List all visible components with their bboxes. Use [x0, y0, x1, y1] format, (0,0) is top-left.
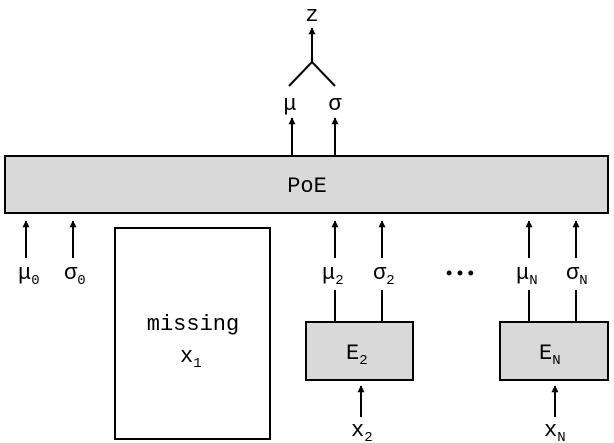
en-label: EN: [539, 341, 561, 369]
fork-right-line: [311, 61, 336, 87]
missing-x-label: x1: [180, 344, 202, 372]
poe-box: [4, 155, 609, 214]
xn-label: xN: [544, 418, 566, 443]
output-sigma-label: σ: [328, 92, 342, 117]
e2-mu-label: μ2: [322, 261, 344, 289]
z-label: z: [305, 3, 318, 28]
prior-sigma-label: σ0: [64, 261, 86, 289]
prior-mu-label: μ0: [18, 261, 40, 289]
en-sigma-label: σN: [566, 261, 588, 289]
fork-left-line: [288, 61, 313, 87]
en-mu-label: μN: [516, 261, 538, 289]
e2-label: E2: [346, 341, 368, 369]
ellipsis: •••: [444, 265, 476, 285]
missing-label: missing: [147, 312, 239, 337]
e2-box: [305, 321, 414, 381]
missing-box: [114, 227, 271, 440]
en-box: [499, 321, 609, 381]
x2-label: x2: [351, 418, 373, 443]
output-mu-label: μ: [283, 92, 296, 117]
e2-sigma-label: σ2: [373, 261, 395, 289]
poe-label: PoE: [287, 174, 327, 199]
